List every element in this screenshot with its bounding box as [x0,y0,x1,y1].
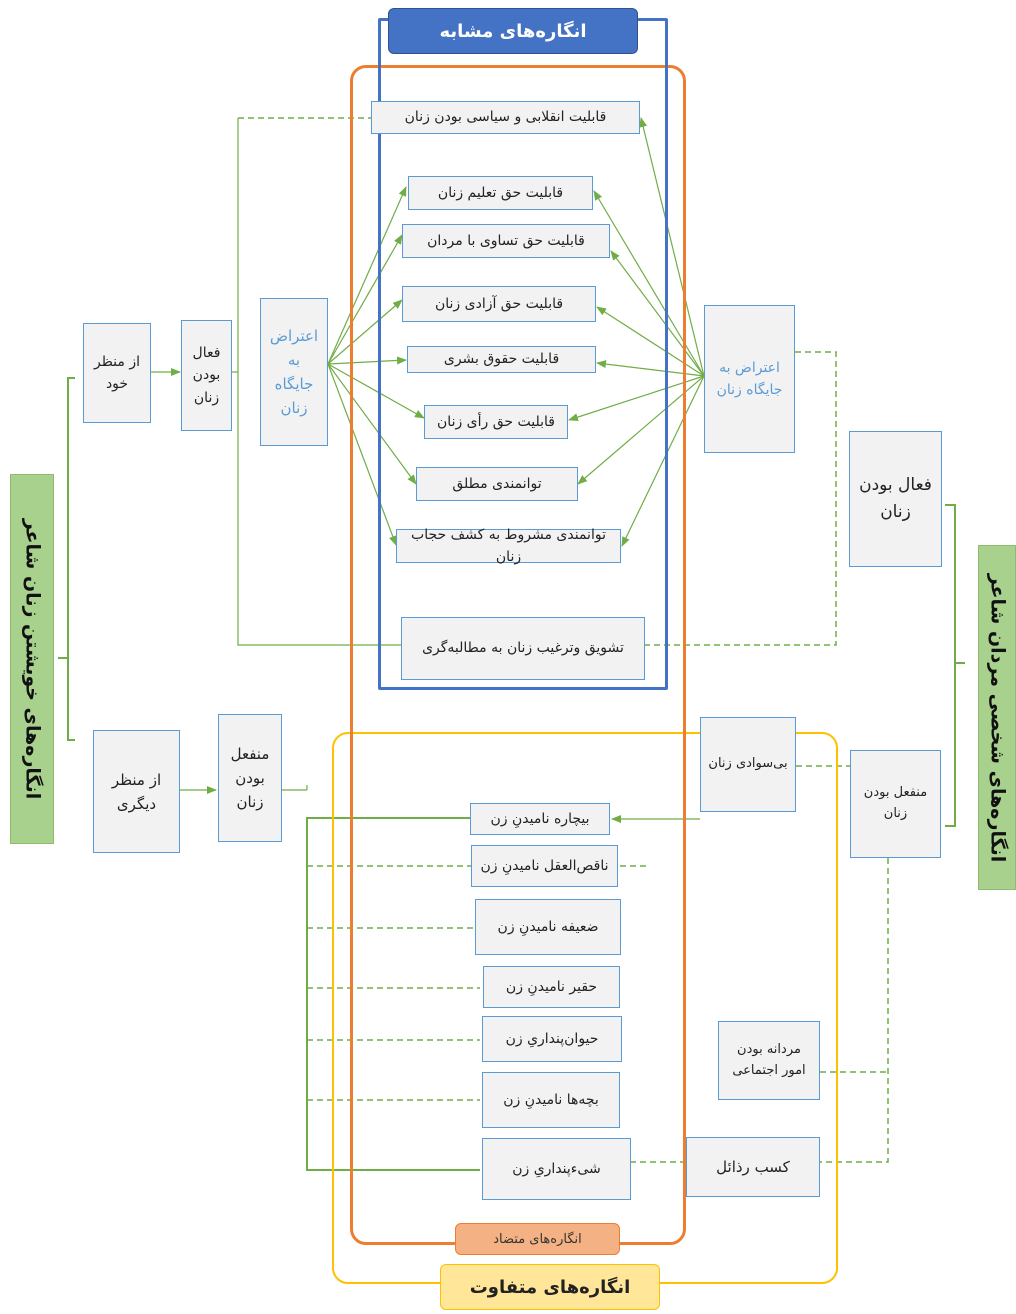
left-bracket [67,377,75,741]
similar-idea-item-7: توانمندی مطلق [416,467,578,501]
different-ideas-title: انگاره‌های متفاوت [469,1276,631,1298]
right-passive-women-box: منفعل بودن زنان [850,750,941,858]
passive-image-item-5: حیوان‌پنداریِ زن [482,1016,622,1062]
left-passive-women-box: منفعل بودن زنان [218,714,282,842]
similar-ideas-header: انگاره‌های مشابه [388,8,638,54]
passive-bracket [306,817,480,1171]
passive-image-item-4: حقیر نامیدنِ زن [483,966,620,1008]
passive-image-item-2: ناقص‌العقل نامیدنِ زن [471,845,618,887]
other-view-box: از منظر دیگری [93,730,180,853]
right-fan-arrow-5 [596,360,705,377]
left-fan-arrow-6 [327,363,417,485]
passive-image-item-1: بیچاره نامیدنِ زن [470,803,610,835]
contradictory-ideas-title: انگاره‌های متضاد [493,1231,582,1247]
passive-image-item-6: بچه‌ها نامیدنِ زن [482,1072,620,1128]
contradictory-ideas-header: انگاره‌های متضاد [455,1223,620,1255]
right-active-dashed [645,351,837,646]
own-view-box: از منظر خود [83,323,151,423]
similar-idea-item-8: توانمندی مشروط به کشف حجاب زنان [396,527,621,565]
right-bracket [945,504,956,827]
similar-idea-item-2: قابلیت حق تعلیم زنان [408,176,593,210]
vices-box: کسب رذائل [686,1137,820,1197]
right-fan-arrow-1 [639,117,705,377]
right-fan-arrow-8 [621,375,705,547]
left-fan-arrow-5 [327,363,425,419]
similar-idea-item-4: قابلیت حق آزادی زنان [402,286,596,322]
similar-idea-item-9: تشویق وترغیب زنان به مطالبه‌گری [401,617,645,680]
right-objection-box: اعتراض به جایگاه زنان [704,305,795,453]
left-fan-arrow-7 [327,363,397,546]
masculine-affairs-box: مردانه بودن امور اجتماعی [718,1021,820,1100]
left-objection-box: اعتراض به جایگاه زنان [260,298,328,446]
left-fan-arrow-3 [327,299,403,365]
illiteracy-box: بی‌سوادی زنان [700,717,796,812]
different-ideas-header: انگاره‌های متفاوت [440,1264,660,1310]
right-fan-arrow-3 [610,250,705,377]
left-active-women-box: فعال بودن زنان [181,320,232,431]
right-fan-arrow-4 [596,306,705,377]
left-active-spine [237,118,401,646]
left-fan-arrow-2 [327,234,403,365]
male-poets-personal-ideas-title: انگاره‌های شخصی مردان شاعر [978,545,1016,890]
left-fan-arrow-1 [327,186,407,365]
similar-idea-item-6: قابلیت حق رأی زنان [424,405,568,439]
right-active-women-box: فعال بودن زنان [849,431,942,567]
passive-image-item-7: شیءپنداریِ زن [482,1138,631,1200]
similar-idea-item-1: قابلیت انقلابی و سیاسی بودن زنان [371,101,640,134]
passive-image-item-3: ضعیفه نامیدنِ زن [475,899,621,955]
similar-ideas-title: انگاره‌های مشابه [439,20,587,42]
right-fan-arrow-6 [568,375,705,422]
women-poets-self-ideas-title: انگاره‌های خویشتن زنان شاعر [10,474,54,844]
right-passive-dash-2 [820,858,889,1163]
similar-idea-item-5: قابلیت حقوق بشری [407,346,596,373]
left-fan-arrow-4 [327,356,407,365]
similar-idea-item-3: قابلیت حق تساوی با مردان [402,224,610,258]
